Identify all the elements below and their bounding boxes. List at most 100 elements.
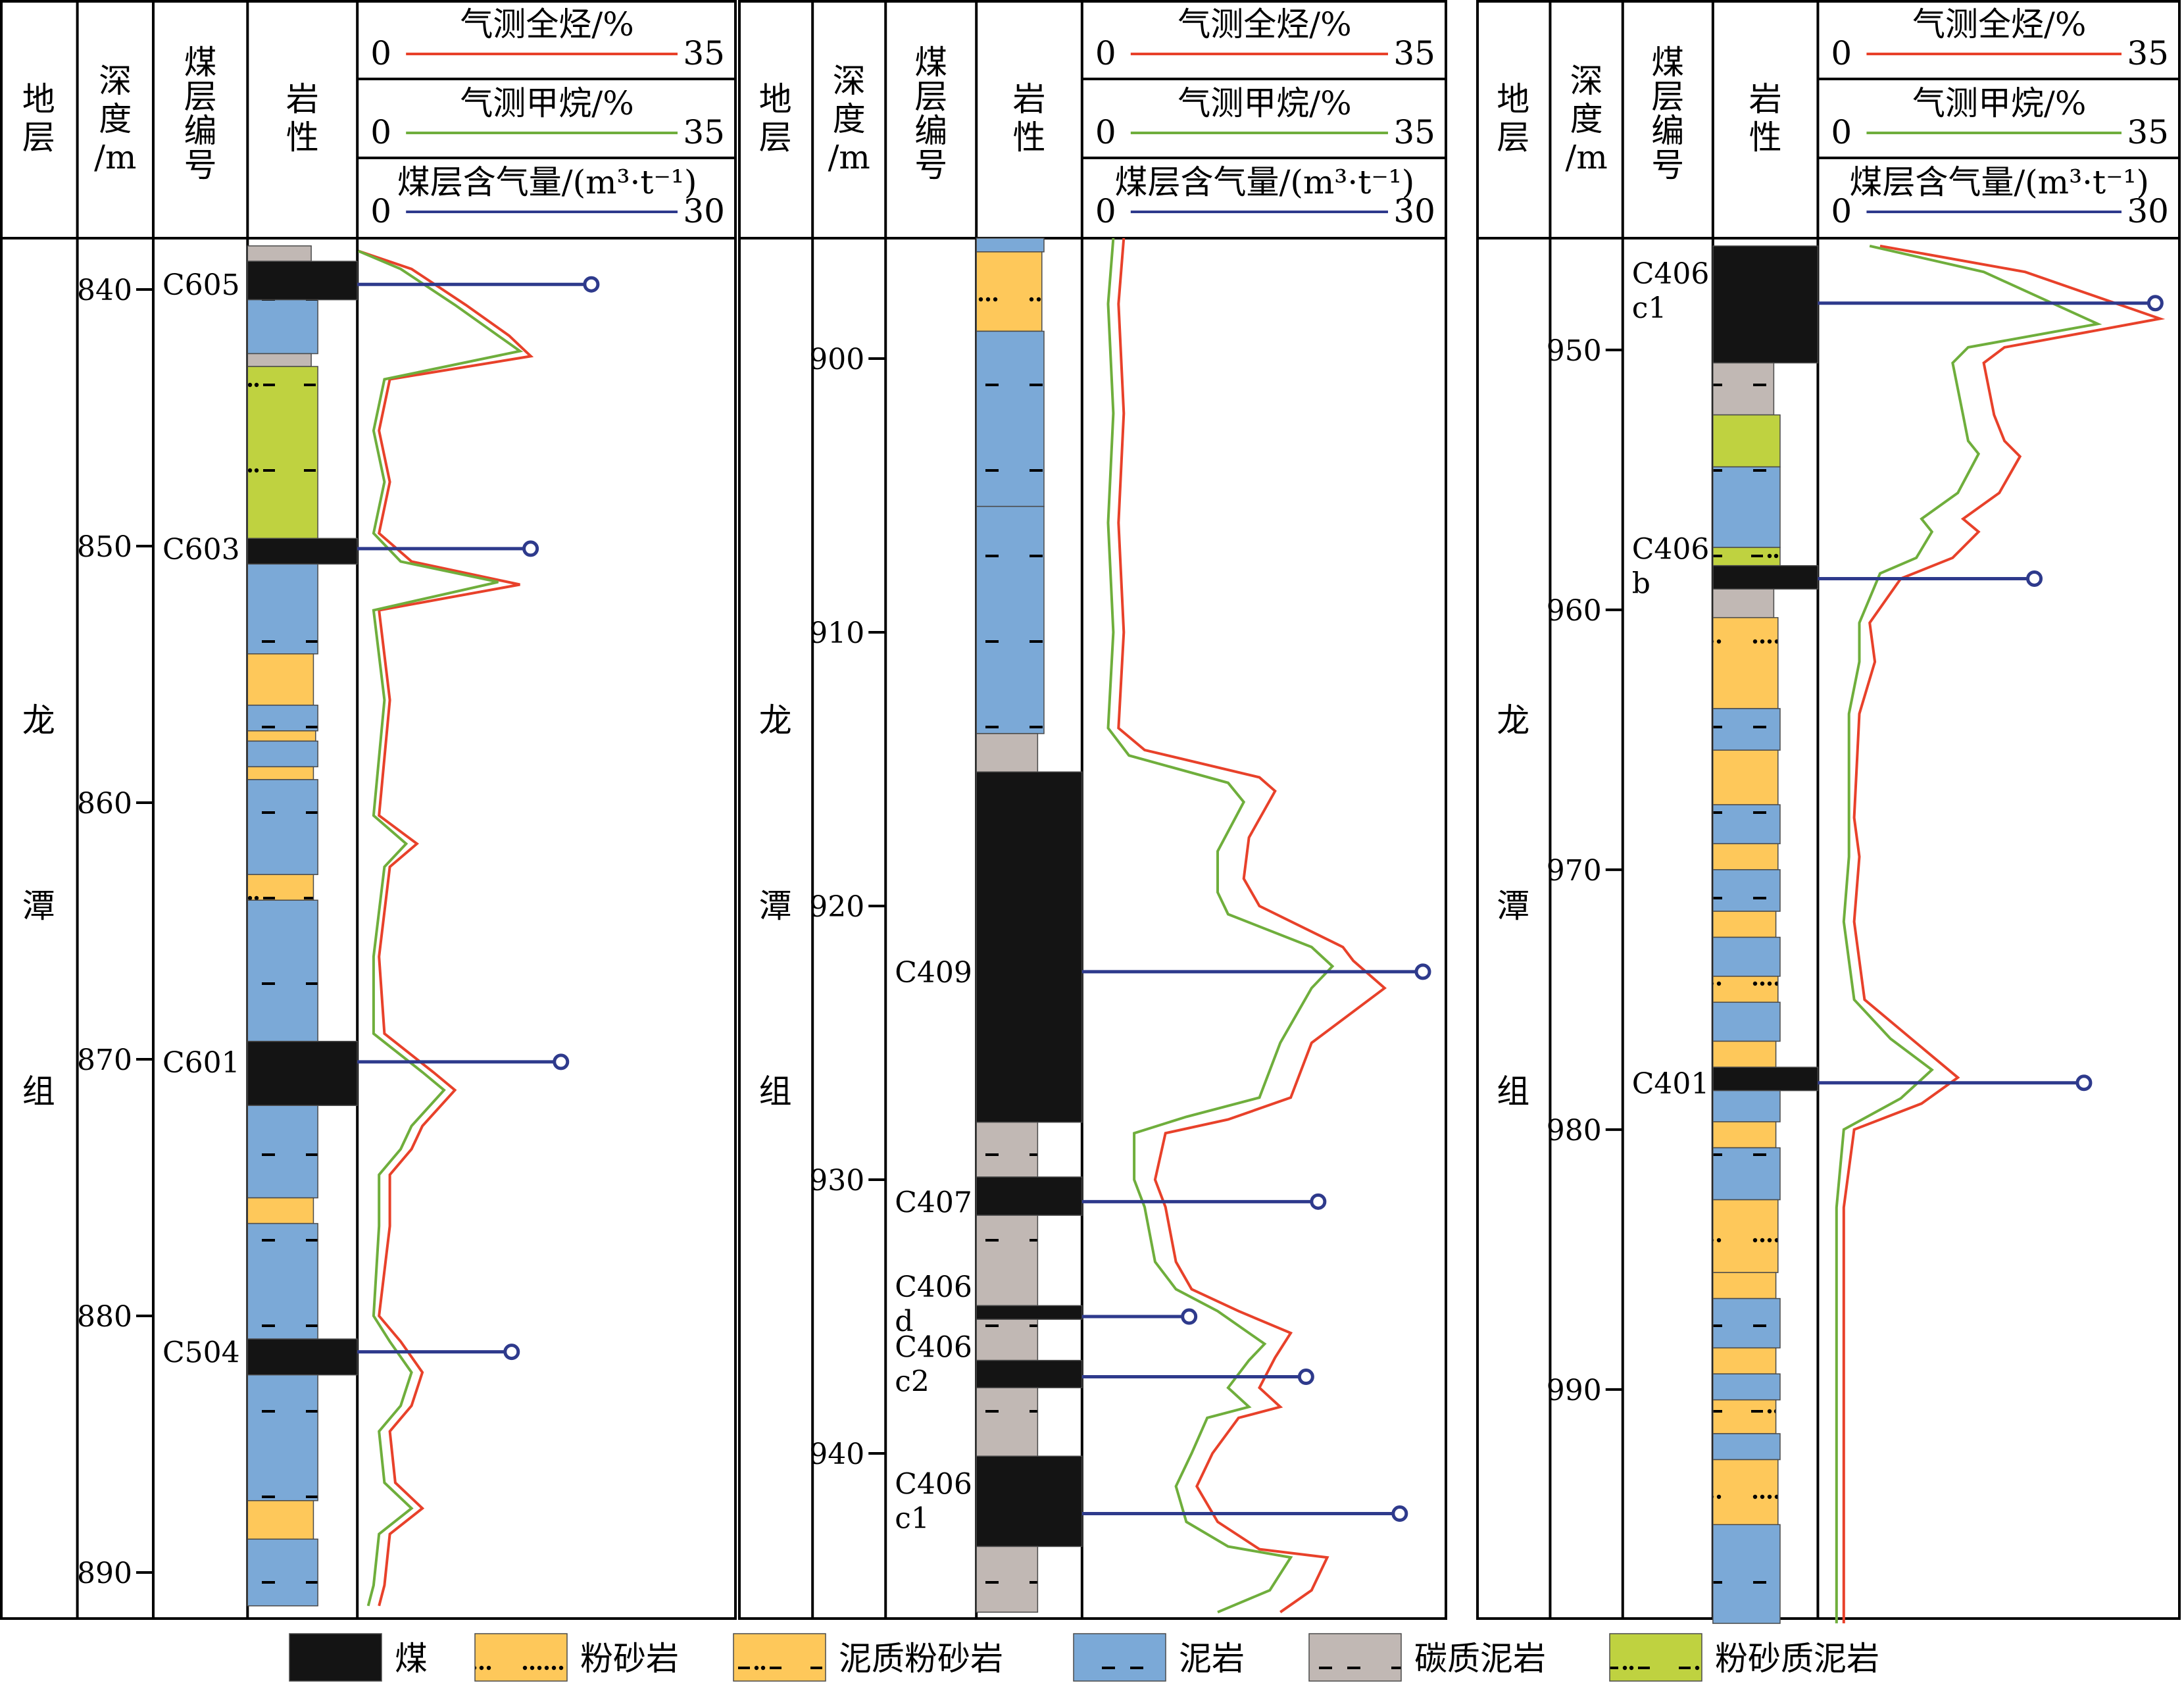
lithology-layer-carbon_mudstone <box>976 1387 1039 1457</box>
formation-name: 潭 <box>1497 887 1529 925</box>
lithology-layer-mudstone <box>1712 804 1781 845</box>
panel-frame <box>0 0 737 1620</box>
lithology-layer-mudstone <box>1712 1001 1781 1042</box>
depth-label: 920 <box>809 890 864 924</box>
gas-content-marker <box>2026 570 2043 587</box>
lithology-layer-muddy_siltstone <box>247 1500 314 1540</box>
lithology-layer-coal <box>1712 1067 1819 1092</box>
formation-name: 龙 <box>759 701 792 740</box>
lithology-header: 性 <box>286 118 319 157</box>
legend-label-mudstone: 泥岩 <box>1179 1640 1245 1678</box>
seam-label: C605 <box>162 268 240 302</box>
lithology-layer-carbon_mudstone <box>247 353 312 367</box>
formation-header: 地 <box>22 80 55 118</box>
lithology-layer-mudstone <box>247 1105 318 1199</box>
gas-content-header-max: 30 <box>2127 192 2169 230</box>
lithology-layer-silty_mudstone <box>1712 414 1781 468</box>
lithology-layer-siltstone <box>1712 1459 1779 1525</box>
lithology-header: 性 <box>1013 118 1046 157</box>
lithology-layer-mudstone <box>976 238 1045 253</box>
seam-number-header: 号 <box>914 146 947 184</box>
formation-name: 组 <box>22 1072 55 1111</box>
methane-header: 气测甲烷/% <box>460 84 633 122</box>
depth-header: 度 <box>1570 100 1603 138</box>
methane-header: 气测甲烷/% <box>1912 84 2086 122</box>
lithology-layer-mudstone <box>247 1222 318 1340</box>
depth-label: 990 <box>1547 1374 1602 1407</box>
gas-content-marker <box>2075 1074 2093 1092</box>
total-hydrocarbon-curve <box>358 249 534 1607</box>
seam-label: C406 <box>1632 257 1710 291</box>
lithology-layer-coal <box>976 1455 1083 1547</box>
gas-content-marker <box>1414 963 1431 980</box>
seam-number-header: 号 <box>1651 146 1684 184</box>
lithology-layer-coal <box>247 1338 358 1376</box>
formation-header: 层 <box>22 118 55 157</box>
total-hydrocarbon-curve <box>1842 244 2166 1624</box>
panel-frame <box>1476 0 2181 1620</box>
lithology-layer-coal <box>976 1305 1083 1320</box>
seam-label: c1 <box>1632 291 1667 325</box>
lithology-layer-mudstone <box>247 1538 318 1607</box>
lithology-layer-mudstone <box>1712 1433 1781 1461</box>
seam-label: C603 <box>162 533 240 566</box>
seam-label: C407 <box>895 1186 972 1219</box>
formation-name: 龙 <box>22 701 55 740</box>
seam-number-header: 煤 <box>1651 43 1684 82</box>
lithology-layer-mudstone <box>247 740 318 768</box>
legend-swatch-carbon_mudstone <box>1308 1633 1402 1682</box>
seam-number-header: 号 <box>184 146 217 184</box>
depth-label: 880 <box>77 1300 132 1334</box>
lithology-layer-coal <box>1712 245 1819 364</box>
seam-label: C406 <box>895 1270 972 1304</box>
lithology-layer-mudstone <box>247 563 318 655</box>
lithology-layer-mudstone <box>976 505 1045 734</box>
depth-label: 900 <box>809 343 864 376</box>
lithology-layer-siltstone <box>1712 616 1779 709</box>
depth-header: 深 <box>99 62 132 100</box>
lithology-layer-mudstone <box>1712 1090 1781 1122</box>
depth-label: 930 <box>809 1164 864 1197</box>
formation-name: 组 <box>759 1072 792 1111</box>
methane-header-max: 35 <box>1393 113 1435 151</box>
depth-header: 深 <box>1570 62 1603 100</box>
lithology-layer-muddy_siltstone <box>1712 911 1777 938</box>
lithology-layer-muddy_siltstone <box>1712 1040 1777 1068</box>
total-hydrocarbon-header-max: 35 <box>1393 34 1435 72</box>
seam-number-header: 编 <box>184 112 217 150</box>
seam-label: C504 <box>162 1336 240 1370</box>
formation-header: 地 <box>1497 80 1529 118</box>
lithology-layer-mudstone <box>1712 869 1781 912</box>
depth-label: 970 <box>1547 854 1602 888</box>
seam-number-header: 编 <box>1651 112 1684 150</box>
gas-content-marker <box>522 540 539 557</box>
total-hydrocarbon-header-max: 35 <box>683 34 725 72</box>
total-hydrocarbon-header-min: 0 <box>370 34 391 72</box>
lithology-layer-mudstone <box>976 330 1045 507</box>
seam-number-header: 煤 <box>914 43 947 82</box>
gas-content-marker <box>503 1344 520 1361</box>
lithology-layer-muddy_siltstone <box>1712 1347 1777 1374</box>
legend-label-siltstone: 粉砂岩 <box>580 1640 679 1678</box>
gas-content-header-max: 30 <box>683 192 725 230</box>
lithology-layer-carbon_mudstone <box>1712 362 1775 416</box>
formation-name: 潭 <box>759 887 792 925</box>
depth-header: 深 <box>833 62 866 100</box>
formation-name: 组 <box>1497 1072 1529 1111</box>
gas-content-marker <box>583 276 600 293</box>
panel-frame <box>738 0 1447 1620</box>
lithology-layer-siltstone <box>1712 976 1779 1003</box>
lithology-layer-carbon_mudstone <box>976 1319 1039 1361</box>
legend-label-coal: 煤 <box>395 1640 428 1678</box>
seam-label: b <box>1632 566 1650 600</box>
total-hydrocarbon-header-max: 35 <box>2127 34 2169 72</box>
lithology-layer-coal <box>247 261 358 301</box>
legend-swatch-coal <box>289 1633 382 1682</box>
depth-header: 度 <box>833 100 866 138</box>
lithology-layer-carbon_mudstone <box>976 733 1039 772</box>
seam-label: C409 <box>895 956 972 990</box>
lithology-layer-coal <box>247 538 358 565</box>
